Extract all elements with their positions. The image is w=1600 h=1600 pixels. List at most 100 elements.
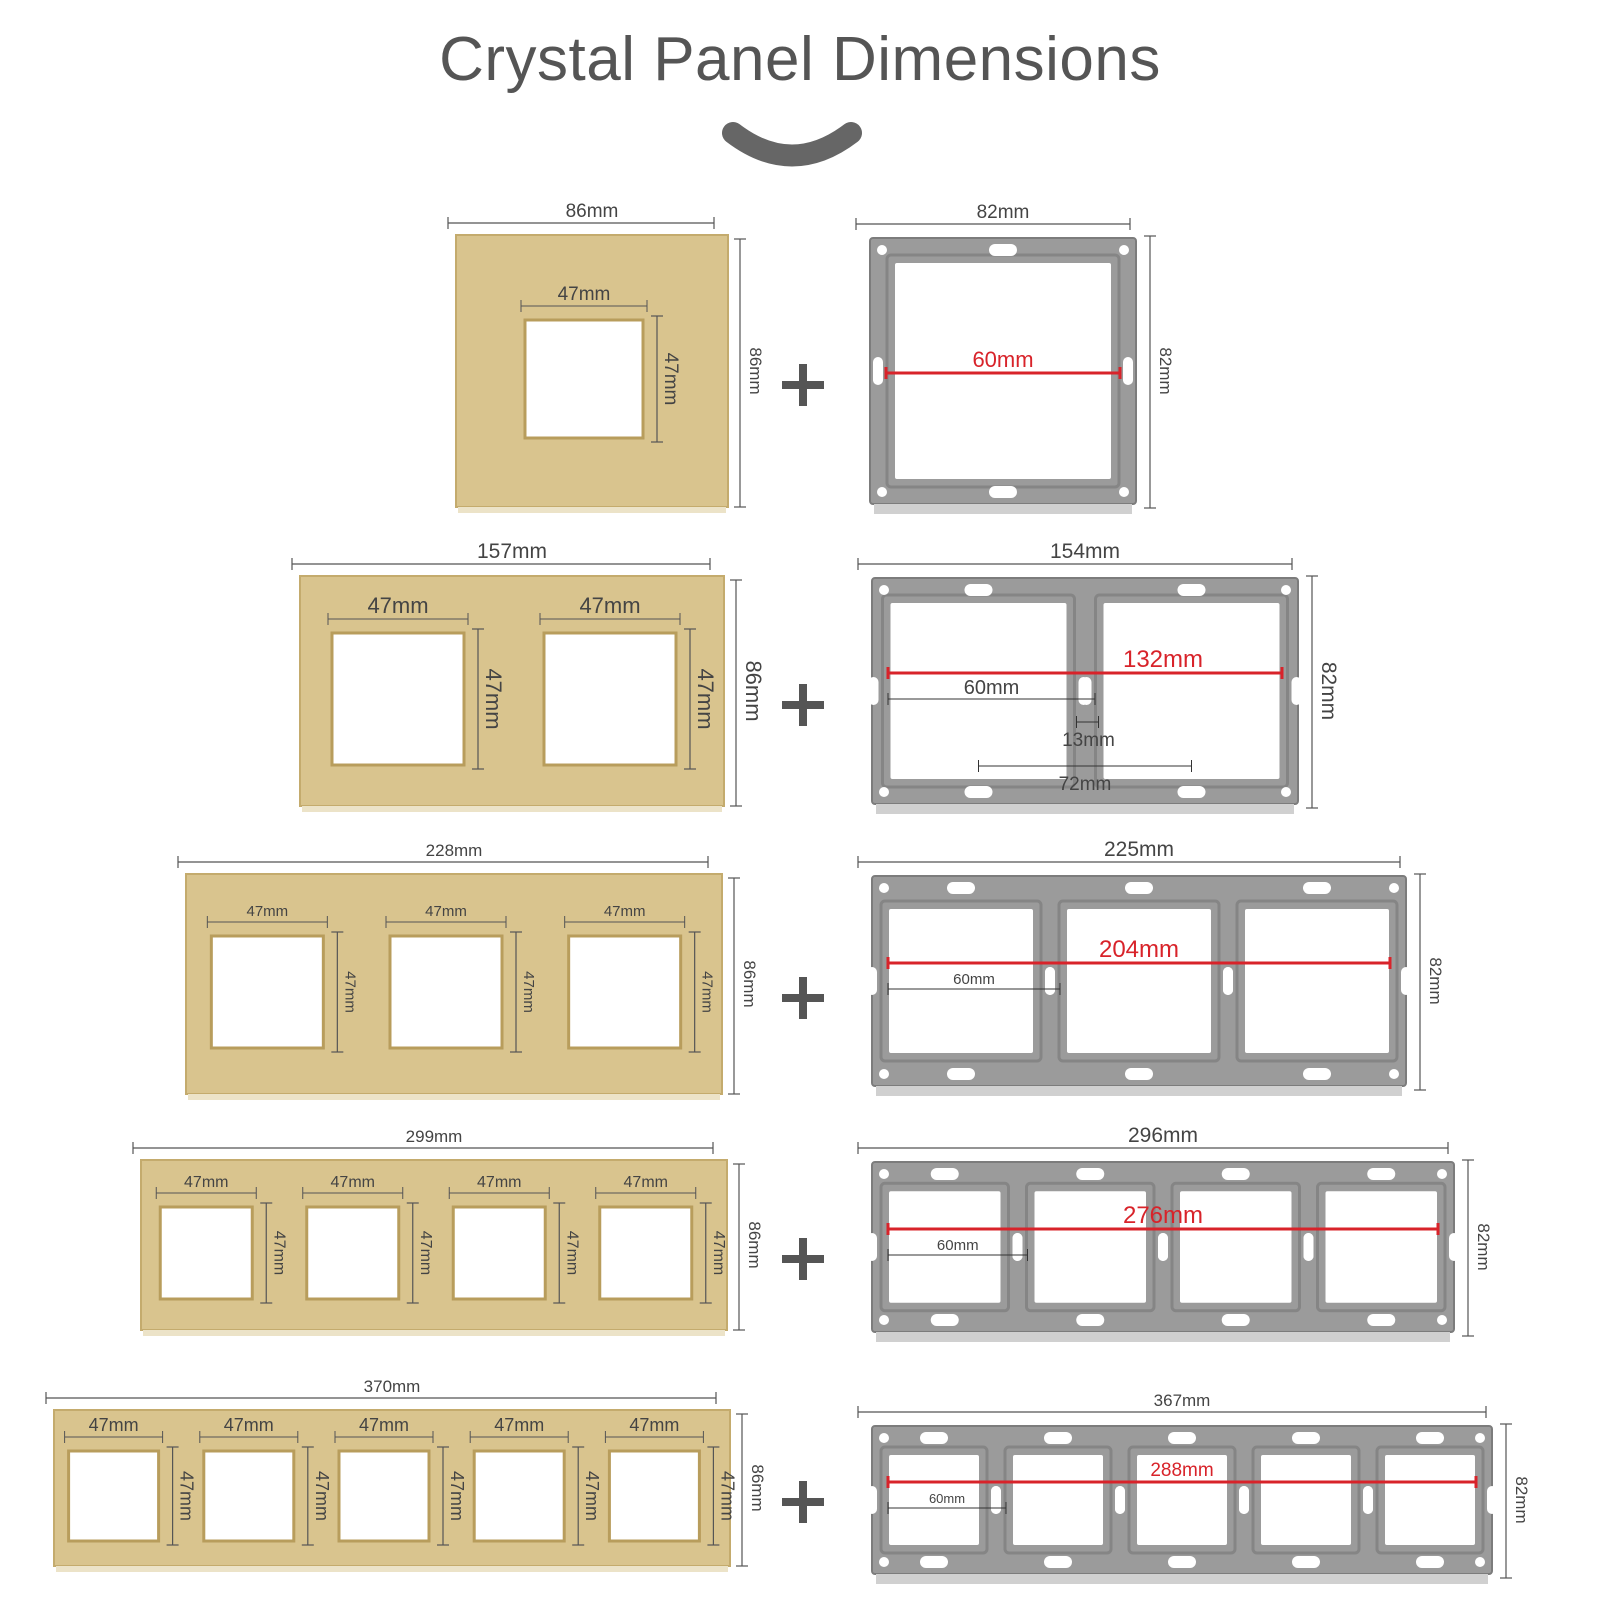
opening-width-dimension <box>595 1187 697 1199</box>
frame-window-rim <box>1057 899 1221 1063</box>
frame-screw-hole <box>879 1315 889 1325</box>
frame-slot <box>964 786 993 798</box>
frame-window <box>1245 909 1389 1053</box>
frame-window <box>1385 1455 1475 1545</box>
panel-opening <box>542 631 678 767</box>
frame-width-label: 82mm <box>977 202 1030 223</box>
panel-height-dimension <box>730 579 742 807</box>
opening-height-label: 47mm <box>710 1231 727 1275</box>
frame-screw-hole <box>1119 487 1129 497</box>
frame-window <box>1261 1455 1351 1545</box>
frame-slot <box>1045 967 1055 995</box>
frame-slot <box>947 1068 975 1080</box>
frame-screw-hole <box>1389 1069 1399 1079</box>
frame-window-rim <box>1127 1445 1237 1555</box>
opening-width-label: 47mm <box>331 1174 375 1191</box>
opening-height-label: 47mm <box>563 1231 580 1275</box>
red-span-label: 60mm <box>972 347 1033 372</box>
frame-height-label: 82mm <box>1317 662 1340 720</box>
frame-screw-hole <box>1389 883 1399 893</box>
frame-slot <box>947 882 975 894</box>
opening-width-dimension <box>520 300 648 312</box>
opening-width-dimension <box>334 1431 434 1443</box>
opening-width-label: 47mm <box>224 1415 274 1435</box>
plus-icon <box>782 684 824 726</box>
frame-screw-hole <box>879 1069 889 1079</box>
frame-screw-hole <box>879 787 889 797</box>
pitch-dimension <box>887 983 1061 995</box>
panel-height-label: 86mm <box>745 1221 764 1268</box>
opening-width-label: 47mm <box>359 1415 409 1435</box>
frame-slot <box>964 584 993 596</box>
opening-height-label: 47mm <box>699 971 716 1013</box>
frame-slot <box>1076 1168 1105 1180</box>
glass-panel-edge <box>188 1094 720 1100</box>
frame-slot <box>1221 1314 1250 1326</box>
panel-width-dimension <box>132 1142 714 1154</box>
glass-panel: 47mm47mm47mm47mm47mm47mm47mm47mm299mm86m… <box>132 1127 764 1336</box>
opening-height-dimension <box>166 1446 179 1546</box>
frame-slot <box>1158 1233 1168 1261</box>
opening-width-label: 47mm <box>624 1174 668 1191</box>
panel-row-5: 47mm47mm47mm47mm47mm47mm47mm47mm47mm47mm… <box>45 1377 1531 1584</box>
opening-height-label: 47mm <box>341 971 358 1013</box>
glass-panel: 47mm47mm47mm47mm47mm47mm47mm47mm47mm47mm… <box>45 1377 767 1572</box>
frame-slot <box>1416 1556 1444 1568</box>
frame-slot <box>989 244 1017 256</box>
frame-window <box>889 1455 979 1545</box>
center-dimension <box>978 760 1192 772</box>
opening-height-dimension <box>572 1446 585 1546</box>
opening-width-dimension <box>64 1431 164 1443</box>
red-span-dimension <box>884 367 1122 379</box>
frame-height-label: 82mm <box>1474 1223 1493 1270</box>
pitch-label: 60mm <box>964 677 1020 699</box>
opening-height-dimension <box>331 931 344 1053</box>
panel-row-4: 47mm47mm47mm47mm47mm47mm47mm47mm299mm86m… <box>132 1124 1493 1342</box>
center-label: 72mm <box>1059 774 1112 795</box>
frame-window-rim <box>1003 1445 1113 1555</box>
opening-height-dimension <box>472 628 484 770</box>
pitch-dimension <box>887 1249 1028 1261</box>
red-span-dimension <box>886 957 1392 969</box>
opening-width-dimension <box>327 613 469 625</box>
frame-slot <box>867 1486 877 1514</box>
frame-height-label: 82mm <box>1156 347 1175 394</box>
opening-width-label: 47mm <box>425 903 467 920</box>
panel-opening <box>472 1449 566 1543</box>
frame-slot <box>1044 1432 1072 1444</box>
frame-edge <box>874 504 1132 514</box>
opening-height-label: 47mm <box>717 1471 737 1521</box>
opening-height-dimension <box>688 931 701 1053</box>
frame-slot <box>1367 1168 1396 1180</box>
frame-window <box>1013 1455 1103 1545</box>
frame-slot <box>868 677 879 705</box>
frame-slot <box>1401 967 1411 995</box>
frame-edge <box>876 1086 1402 1096</box>
frame-screw-hole <box>879 1169 889 1179</box>
opening-height-label: 47mm <box>417 1231 434 1275</box>
opening-height-dimension <box>510 931 522 1053</box>
opening-width-dimension <box>206 916 328 928</box>
panel-height-label: 86mm <box>740 960 759 1007</box>
panel-height-dimension <box>733 1163 745 1331</box>
frame-slot <box>1449 1233 1459 1261</box>
frame-window <box>1034 1191 1146 1303</box>
frame-window <box>1325 1191 1437 1303</box>
opening-height-label: 47mm <box>520 971 537 1013</box>
arc-chevron-icon <box>722 122 862 167</box>
plus-icon <box>782 977 824 1019</box>
opening-width-label: 47mm <box>579 593 640 618</box>
opening-width-label: 47mm <box>629 1415 679 1435</box>
panel-opening <box>451 1205 547 1301</box>
frame-height-label: 82mm <box>1426 957 1445 1004</box>
opening-height-label: 47mm <box>693 668 718 729</box>
frame-slot <box>1487 1486 1497 1514</box>
frame-slot <box>1303 882 1331 894</box>
panel-height-label: 86mm <box>746 347 765 394</box>
opening-height-dimension <box>707 1446 720 1546</box>
